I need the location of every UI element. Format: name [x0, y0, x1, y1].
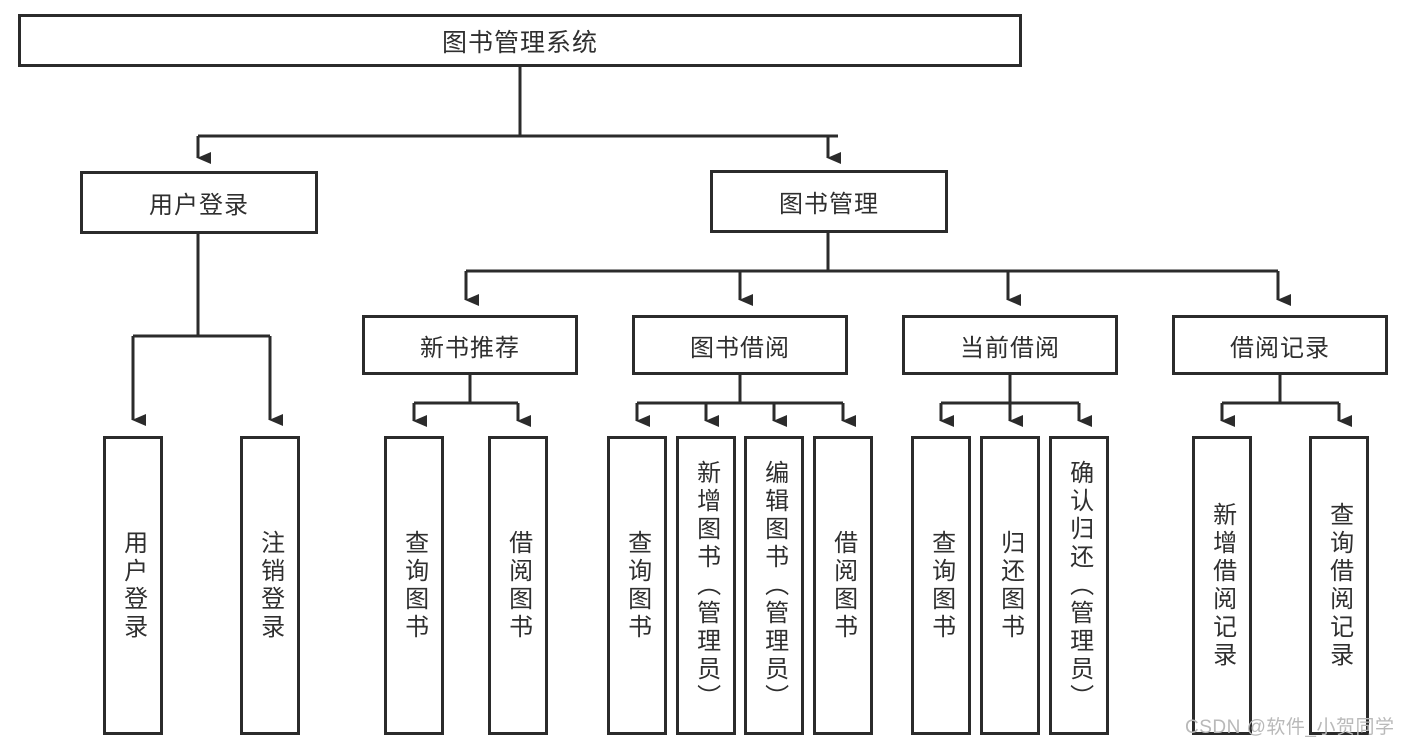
node-book-borrow[interactable]: 图书借阅 [632, 315, 848, 375]
node-label: 借阅记录 [1230, 334, 1330, 362]
node-label: 归还图书 [996, 529, 1024, 642]
node-label: 注销登录 [256, 529, 284, 642]
node-label: 图书管理系统 [441, 28, 598, 57]
leaf-borrow-book-1[interactable]: 借阅图书 [488, 436, 548, 735]
node-label: 确认归还（管理员） [1065, 459, 1093, 712]
leaf-return-book[interactable]: 归还图书 [980, 436, 1040, 735]
leaf-user-login[interactable]: 用户登录 [103, 436, 163, 735]
node-new-book-recommend[interactable]: 新书推荐 [362, 315, 578, 375]
node-label: 查询图书 [400, 529, 428, 642]
node-label: 图书管理 [779, 191, 879, 218]
node-borrow-record[interactable]: 借阅记录 [1172, 315, 1388, 375]
node-label: 当前借阅 [960, 334, 1060, 362]
leaf-add-record[interactable]: 新增借阅记录 [1192, 436, 1252, 735]
node-label: 借阅图书 [504, 529, 532, 642]
node-current-borrow[interactable]: 当前借阅 [902, 315, 1118, 375]
node-label: 用户登录 [149, 192, 249, 219]
node-label: 新增借阅记录 [1208, 501, 1236, 670]
node-label: 查询图书 [927, 529, 955, 642]
leaf-add-book[interactable]: 新增图书（管理员） [676, 436, 736, 735]
node-root-system[interactable]: 图书管理系统 [18, 14, 1022, 67]
leaf-query-book-2[interactable]: 查询图书 [607, 436, 667, 735]
node-label: 借阅图书 [829, 529, 857, 642]
node-label: 用户登录 [119, 529, 147, 642]
node-label: 查询图书 [623, 529, 651, 642]
node-label: 编辑图书（管理员） [760, 459, 788, 712]
leaf-query-record[interactable]: 查询借阅记录 [1309, 436, 1369, 735]
node-label: 查询借阅记录 [1325, 501, 1353, 670]
leaf-edit-book[interactable]: 编辑图书（管理员） [744, 436, 804, 735]
leaf-logout-login[interactable]: 注销登录 [240, 436, 300, 735]
leaf-query-book-1[interactable]: 查询图书 [384, 436, 444, 735]
leaf-query-book-3[interactable]: 查询图书 [911, 436, 971, 735]
leaf-borrow-book-2[interactable]: 借阅图书 [813, 436, 873, 735]
node-book-management[interactable]: 图书管理 [710, 170, 948, 233]
leaf-confirm-return[interactable]: 确认归还（管理员） [1049, 436, 1109, 735]
node-label: 新书推荐 [420, 334, 520, 362]
node-label: 新增图书（管理员） [692, 459, 720, 712]
node-label: 图书借阅 [690, 334, 790, 362]
node-user-login[interactable]: 用户登录 [80, 171, 318, 234]
